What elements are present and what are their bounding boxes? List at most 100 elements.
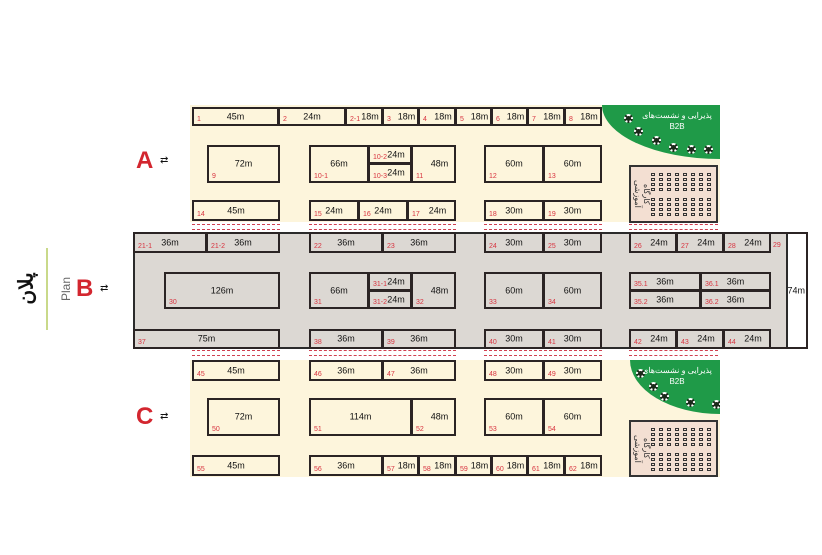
seat-icon bbox=[675, 188, 679, 191]
booth-number: 47 bbox=[387, 371, 395, 378]
booth-number: 58 bbox=[423, 466, 431, 473]
booth-size: 74m bbox=[787, 285, 805, 295]
seat-icon bbox=[707, 198, 711, 201]
seat-icon bbox=[707, 433, 711, 436]
booth-size: 24m bbox=[387, 276, 405, 286]
seat-icon bbox=[675, 203, 679, 206]
seat-icon bbox=[659, 188, 663, 191]
seat-icon bbox=[667, 438, 671, 441]
booth-size: 24m bbox=[325, 205, 343, 215]
bidirectional-arrow-icon: ⇄ bbox=[100, 283, 109, 294]
hall-label-b: B bbox=[76, 275, 94, 302]
booth-size: 24m bbox=[697, 237, 715, 247]
seat-icon bbox=[683, 203, 687, 206]
booth-size: 48m bbox=[430, 158, 449, 169]
seat-icon bbox=[675, 468, 679, 471]
plan-title-en: Plan bbox=[59, 276, 74, 302]
seat-icon bbox=[699, 198, 703, 201]
seat-icon bbox=[651, 213, 655, 216]
seat-icon bbox=[683, 443, 687, 446]
seat-icon bbox=[707, 203, 711, 206]
table-icon bbox=[636, 369, 645, 378]
booth-number: 55 bbox=[197, 466, 205, 473]
booth-number: 53 bbox=[489, 426, 497, 433]
booth-number: 18 bbox=[489, 211, 497, 218]
booth-number: 23 bbox=[387, 243, 395, 250]
seat-icon bbox=[707, 443, 711, 446]
seat-icon bbox=[651, 428, 655, 431]
seat-icon bbox=[675, 183, 679, 186]
booth-number: 8 bbox=[569, 116, 573, 123]
